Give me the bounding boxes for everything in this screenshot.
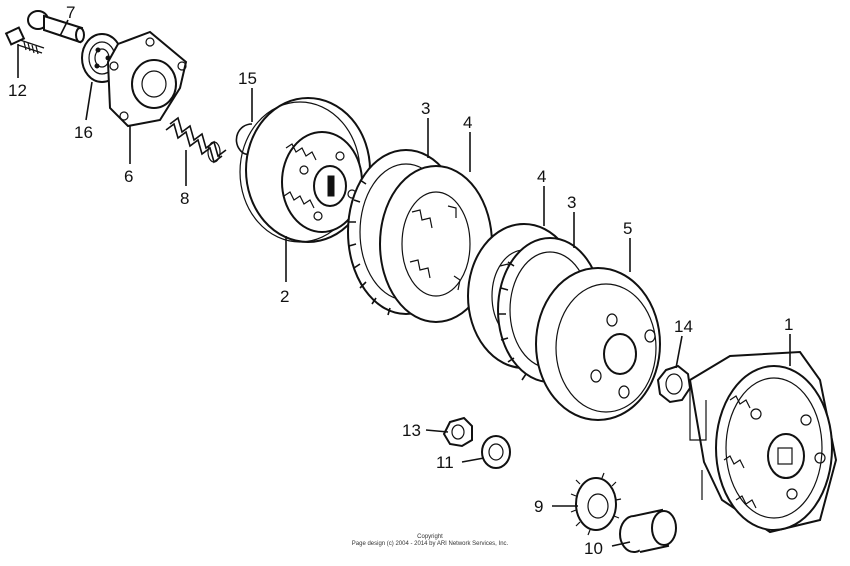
part-clutch-outer: [688, 350, 838, 534]
part-lifter-plate: [106, 30, 188, 128]
label-13: 13: [402, 421, 421, 440]
part-bolt: [4, 26, 45, 55]
part-drive-gear: [570, 472, 622, 536]
part-bushing: [619, 508, 677, 553]
label-5: 5: [623, 219, 632, 238]
label-10: 10: [584, 539, 603, 558]
label-3a: 3: [421, 99, 430, 118]
label-16: 16: [74, 123, 93, 142]
label-9: 9: [534, 497, 543, 516]
label-8: 8: [180, 189, 189, 208]
label-1: 1: [784, 315, 793, 334]
label-12: 12: [8, 81, 27, 100]
label-6: 6: [124, 167, 133, 186]
label-7: 7: [66, 3, 75, 22]
label-4a: 4: [463, 113, 472, 132]
part-lifter-rod: [27, 10, 85, 44]
part-pressure-plate: [535, 267, 661, 421]
part-clutch-center: [239, 97, 371, 243]
leader-lines: [17, 19, 791, 547]
part-clutch-plate-1: [379, 165, 493, 323]
label-2: 2: [280, 287, 289, 306]
part-nut: [442, 416, 473, 448]
copyright-line-2: Page design (c) 2004 - 2014 by ARI Netwo…: [352, 541, 509, 547]
part-spring: [165, 116, 227, 164]
label-4b: 4: [537, 167, 546, 186]
label-14: 14: [674, 317, 693, 336]
part-washer: [481, 435, 511, 469]
label-15: 15: [238, 69, 257, 88]
part-lock-washer: [656, 364, 692, 404]
label-11: 11: [436, 453, 454, 472]
label-3b: 3: [567, 193, 576, 212]
copyright-line-1: Copyright: [417, 534, 443, 540]
